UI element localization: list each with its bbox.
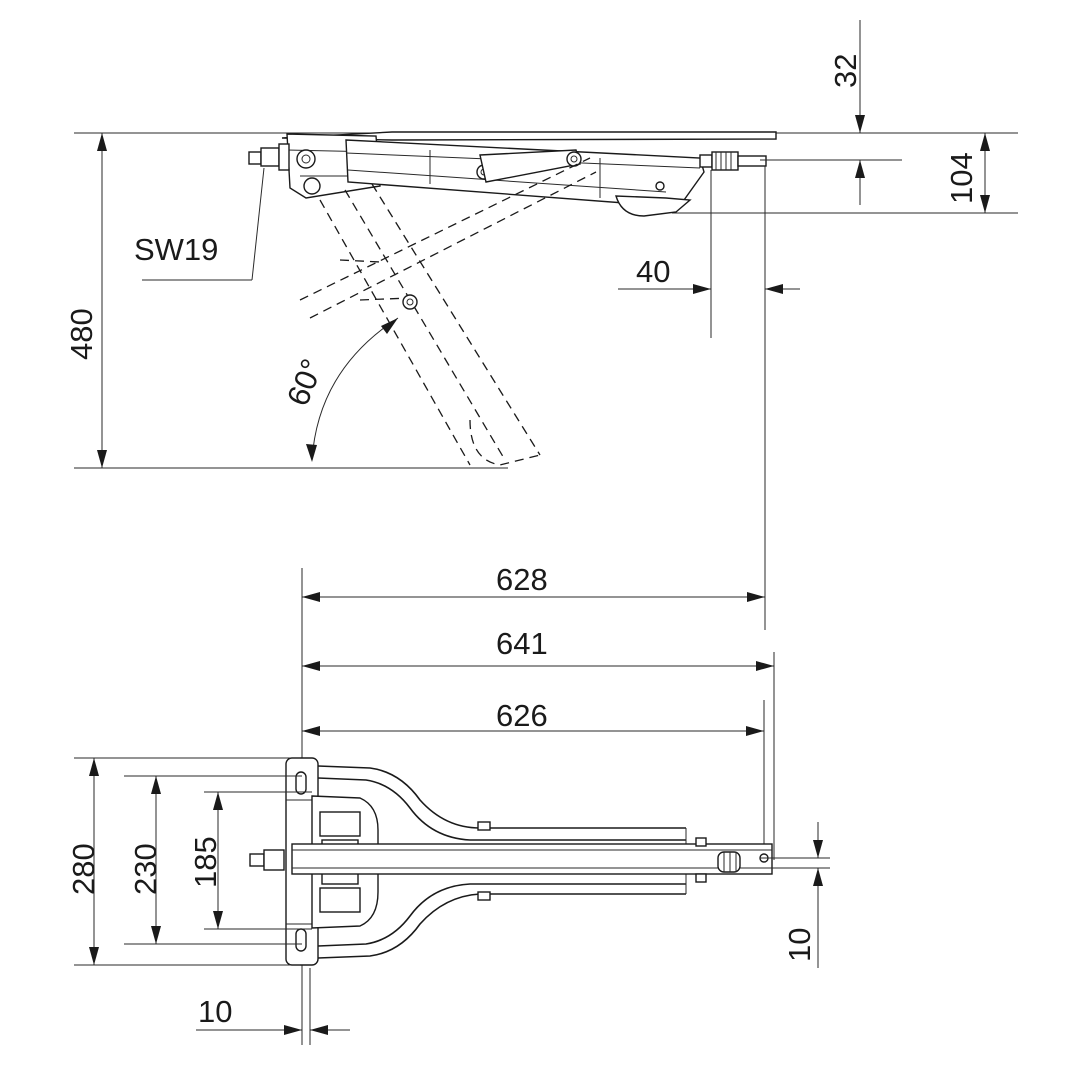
dim-641-label: 641: [496, 626, 548, 661]
dim-185-label: 185: [188, 836, 223, 888]
end-bolt: [699, 151, 767, 171]
dim-641: 641: [302, 626, 774, 671]
angle-60-label: 60°: [280, 354, 330, 411]
angle-60: 60°: [280, 317, 399, 462]
dim-628: 628: [302, 562, 765, 602]
dim-104-label: 104: [944, 152, 979, 204]
top-view: 628 641 626: [66, 562, 830, 1045]
dim-10-bottom: 10: [196, 968, 350, 1045]
dim-230: 230: [124, 775, 302, 945]
dim-480: 480: [64, 133, 107, 468]
side-view: 32 104 480 40: [64, 20, 1018, 630]
dim-280: 280: [66, 757, 300, 966]
central-arm: [291, 821, 773, 901]
dim-10-bottom-label: 10: [198, 994, 232, 1029]
dim-628-label: 628: [496, 562, 548, 597]
foot-pad-stowed: [615, 195, 692, 217]
side-rails: [317, 765, 687, 959]
dim-280-label: 280: [66, 843, 101, 895]
dim-480-label: 480: [64, 308, 99, 360]
dim-626-label: 626: [496, 698, 548, 733]
spindle-stub: [249, 849, 285, 871]
dim-185: 185: [188, 791, 312, 930]
dim-32-label: 32: [828, 54, 863, 88]
dim-40-label: 40: [636, 254, 670, 289]
dim-10-right: 10: [760, 822, 830, 968]
dim-230-label: 230: [128, 843, 163, 895]
sw19-label: SW19: [134, 232, 218, 267]
dim-10-right-label: 10: [782, 928, 817, 962]
dim-32: 32: [760, 20, 902, 205]
link-arm: [479, 149, 582, 183]
dim-40: 40: [618, 166, 800, 630]
dim-626: 626: [302, 698, 764, 736]
dim-104: 104: [944, 133, 990, 213]
sw19-callout: SW19: [134, 167, 265, 281]
deployed-leg-dashed: [299, 157, 597, 466]
spindle-sw19: [248, 143, 290, 171]
